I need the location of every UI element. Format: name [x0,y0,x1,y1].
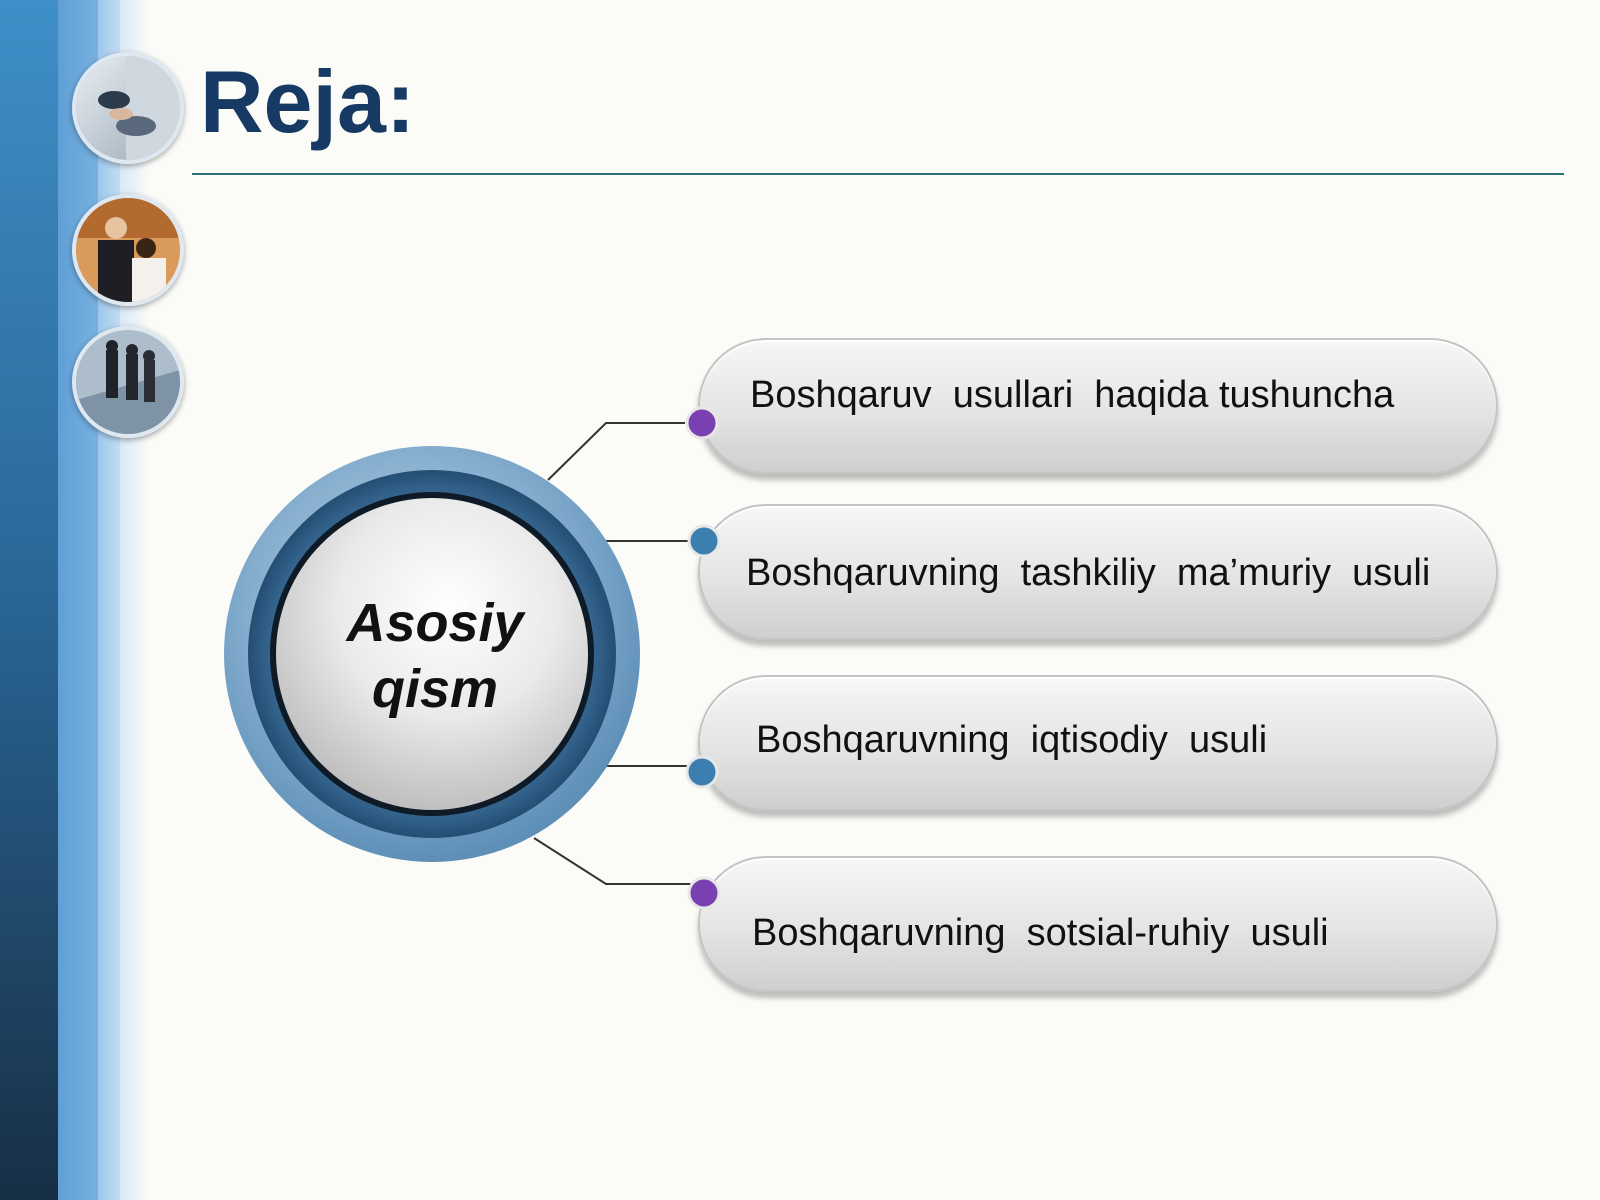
business-people-walking-photo-icon [72,326,184,438]
page-title: Reja: [200,52,416,151]
plan-item-4-label: Boshqaruvning sotsial-ruhiy usuli [752,912,1329,954]
plan-item-1 [698,338,1498,474]
plan-item-1-dot [685,406,719,440]
sidebar-band-mid [58,0,98,1200]
center-disc [276,498,588,810]
plan-item-3 [698,675,1498,811]
plan-item-4-dot [687,876,721,910]
connector-line-4 [533,837,700,885]
center-label-line2: qism [371,659,499,719]
sidebar-band-dark [0,0,58,1200]
plan-item-1-label: Boshqaruv usullari haqida tushuncha [750,374,1395,416]
title-divider [192,173,1564,175]
plan-item-2 [698,504,1498,640]
business-handshake-photo-icon [72,52,184,164]
connector-line-1 [547,422,685,481]
plan-item-2-label: Boshqaruvning tashkiliy ma’muriy usuli [746,552,1431,594]
plan-item-2-dot [687,524,721,558]
plan-item-3-label: Boshqaruvning iqtisodiy usuli [756,719,1268,761]
center-label: Asosiy qism [300,590,570,722]
plan-item-3-dot [685,755,719,789]
center-label-line1: Asosiy [346,593,524,653]
business-people-meeting-photo-icon [72,194,184,306]
plan-item-4 [698,856,1498,992]
